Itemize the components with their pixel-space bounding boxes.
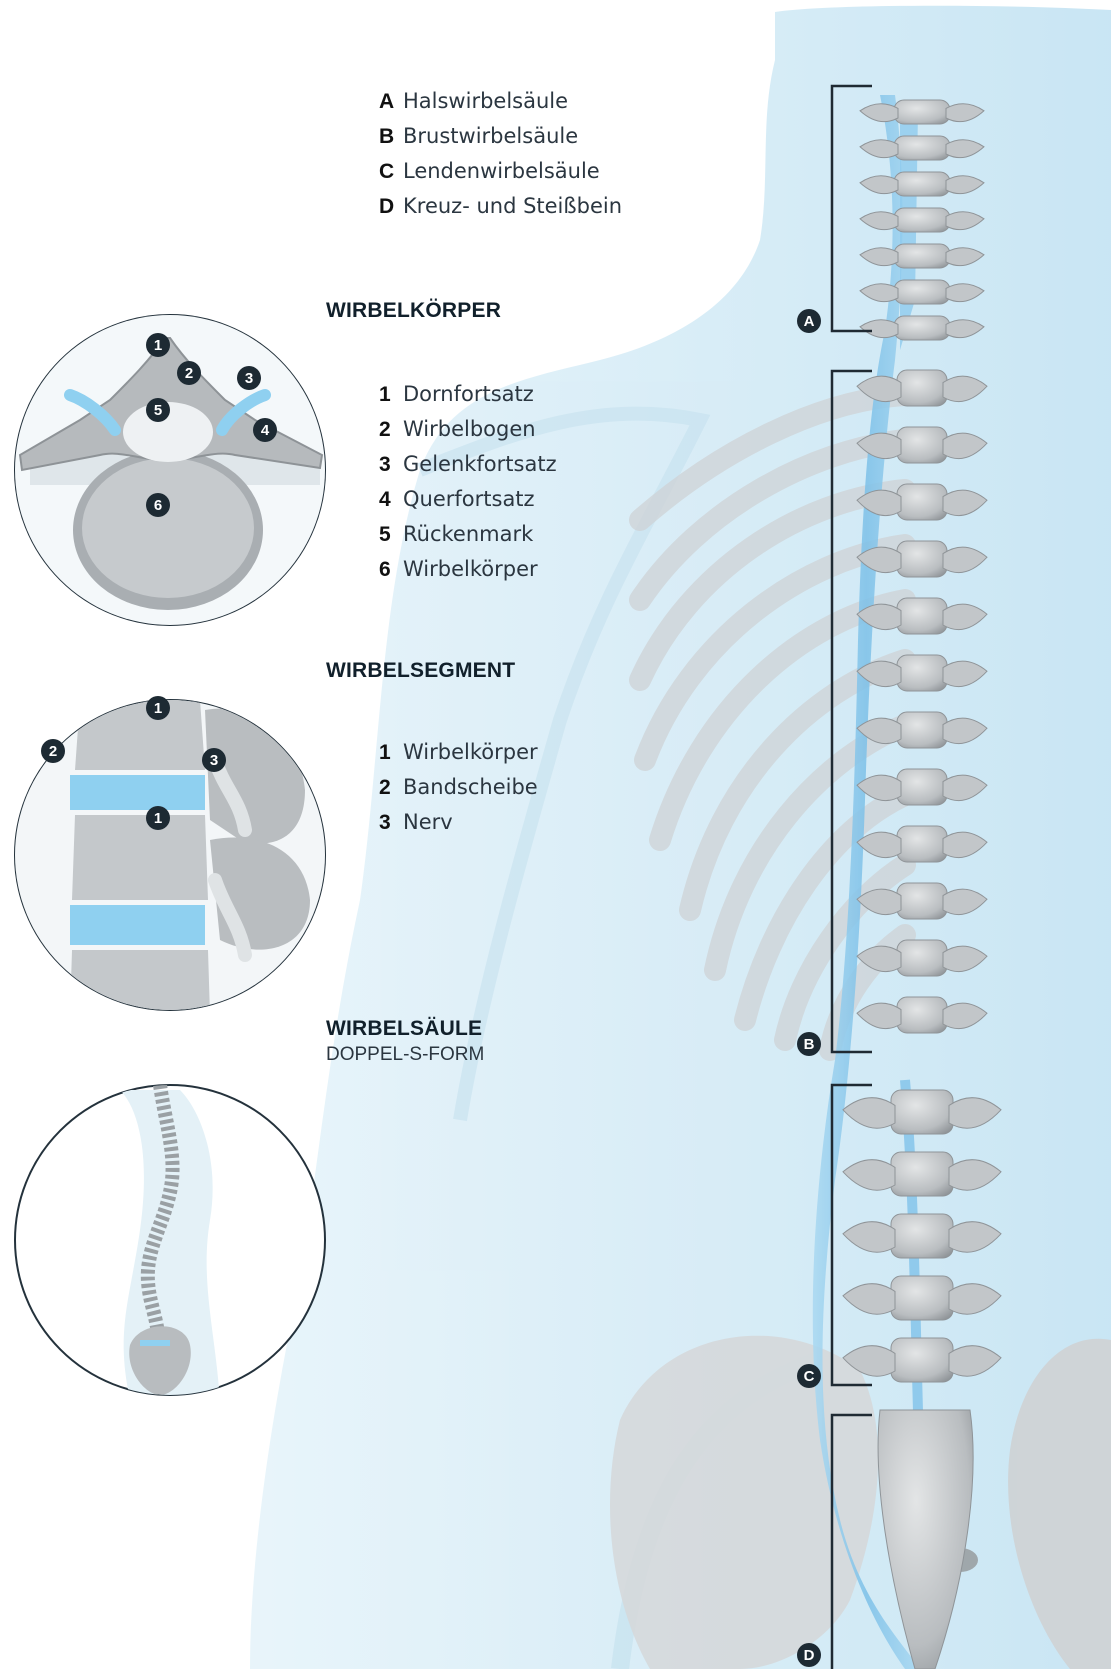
vertebra bbox=[894, 208, 950, 232]
circle-spine-side-view bbox=[15, 1085, 325, 1400]
vertebra bbox=[891, 1338, 953, 1382]
section-subtitle-doppel-s-form: DOPPEL-S-FORM bbox=[326, 1044, 484, 1066]
region-legend: AHalswirbelsäule BBrustwirbelsäule CLend… bbox=[379, 84, 622, 224]
marker-b: B bbox=[797, 1032, 821, 1056]
svg-text:6: 6 bbox=[154, 497, 162, 514]
vertebra bbox=[897, 370, 947, 406]
circle-vertebra-top-view bbox=[10, 310, 330, 630]
vertebra bbox=[897, 940, 947, 976]
marker-a: A bbox=[797, 309, 821, 333]
legend-row: BBrustwirbelsäule bbox=[379, 119, 622, 154]
svg-text:2: 2 bbox=[49, 743, 57, 760]
marker-6: 6 bbox=[146, 493, 170, 517]
wirbelsegment-legend: 1Wirbelkörper 2Bandscheibe 3Nerv bbox=[379, 735, 538, 840]
marker-4: 4 bbox=[253, 418, 277, 442]
svg-text:1: 1 bbox=[154, 337, 162, 354]
vertebra bbox=[891, 1214, 953, 1258]
marker-2: 2 bbox=[177, 361, 201, 385]
svg-text:1: 1 bbox=[154, 810, 162, 827]
marker-1: 1 bbox=[146, 333, 170, 357]
vertebra bbox=[897, 541, 947, 577]
marker-d: D bbox=[797, 1643, 821, 1667]
marker-3: 3 bbox=[202, 748, 226, 772]
svg-text:B: B bbox=[804, 1036, 815, 1053]
vertebra bbox=[894, 136, 950, 160]
svg-text:3: 3 bbox=[210, 752, 218, 769]
vertebra bbox=[891, 1152, 953, 1196]
section-title-wirbelsegment: WIRBELSEGMENT bbox=[326, 659, 515, 683]
svg-text:5: 5 bbox=[154, 402, 162, 419]
legend-row: 3Nerv bbox=[379, 805, 538, 840]
vertebra bbox=[897, 427, 947, 463]
svg-text:A: A bbox=[804, 313, 815, 330]
vertebra bbox=[894, 244, 950, 268]
marker-2: 2 bbox=[41, 739, 65, 763]
vertebra bbox=[897, 712, 947, 748]
vertebra bbox=[894, 100, 950, 124]
vertebra bbox=[897, 769, 947, 805]
vertebra bbox=[897, 883, 947, 919]
vertebra bbox=[897, 655, 947, 691]
vertebra bbox=[897, 484, 947, 520]
vertebra bbox=[897, 826, 947, 862]
legend-row: 2Wirbelbogen bbox=[379, 412, 557, 447]
svg-text:4: 4 bbox=[261, 422, 270, 439]
legend-row: CLendenwirbelsäule bbox=[379, 154, 622, 189]
vertebra bbox=[891, 1276, 953, 1320]
vertebra bbox=[897, 997, 947, 1033]
svg-text:1: 1 bbox=[154, 700, 162, 717]
marker-1a: 1 bbox=[146, 696, 170, 720]
svg-text:2: 2 bbox=[185, 365, 193, 382]
vertebra bbox=[894, 316, 950, 340]
vertebra bbox=[894, 280, 950, 304]
svg-text:3: 3 bbox=[245, 370, 253, 387]
section-title-wirbelkoerper: WIRBELKÖRPER bbox=[326, 299, 501, 323]
vertebra bbox=[891, 1090, 953, 1134]
section-title-wirbelsaeule: WIRBELSÄULE bbox=[326, 1017, 482, 1041]
svg-text:C: C bbox=[804, 1368, 815, 1385]
marker-1b: 1 bbox=[146, 806, 170, 830]
legend-row: AHalswirbelsäule bbox=[379, 84, 622, 119]
marker-3: 3 bbox=[237, 366, 261, 390]
vertebra bbox=[897, 598, 947, 634]
svg-text:D: D bbox=[804, 1647, 815, 1664]
marker-c: C bbox=[797, 1364, 821, 1388]
marker-5: 5 bbox=[146, 398, 170, 422]
vertebra bbox=[894, 172, 950, 196]
